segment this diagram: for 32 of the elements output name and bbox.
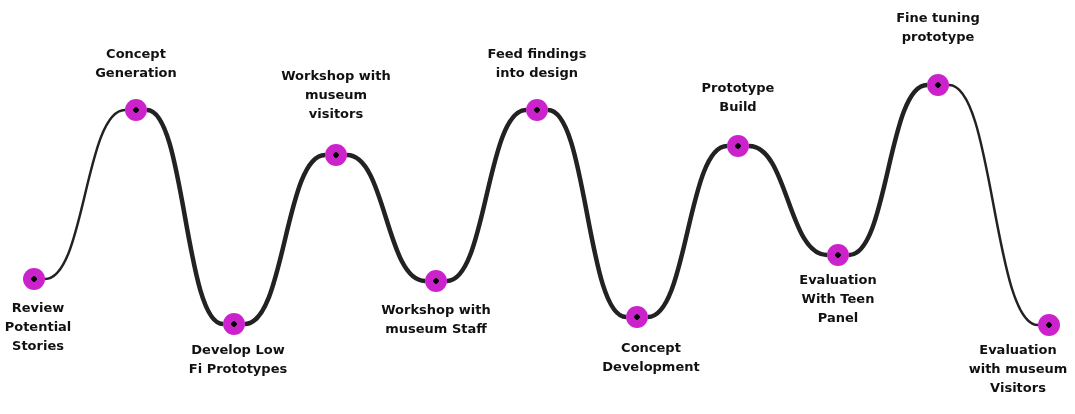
step-label: Prototype Build: [700, 79, 776, 116]
milestone-dot: [125, 99, 147, 121]
milestone-dot: [325, 144, 347, 166]
wave-connector: [848, 82, 928, 258]
milestone-dot: [425, 270, 447, 292]
milestone-dot: [727, 135, 749, 157]
step-label: Develop Low Fi Prototypes: [187, 341, 289, 378]
milestone-dot: [23, 268, 45, 290]
milestone-dot: [526, 99, 548, 121]
step-label: Evaluation with museum Visitors: [967, 341, 1069, 397]
milestone-dot: [1038, 314, 1060, 336]
wave-connector: [44, 108, 126, 281]
milestone-dot: [927, 74, 949, 96]
wave-connector: [446, 107, 527, 284]
wave-connector: [647, 143, 728, 320]
milestone-dot: [223, 313, 245, 335]
wave-connector: [547, 107, 627, 320]
wave-connector: [748, 143, 828, 258]
step-label: Workshop with museum Staff: [381, 301, 491, 338]
step-label: Workshop with museum visitors: [281, 67, 391, 123]
step-label: Fine tuning prototype: [895, 9, 981, 46]
step-label: Concept Development: [601, 339, 701, 376]
wave-connector: [146, 107, 224, 327]
wave-connector: [948, 83, 1039, 327]
wave-connector: [244, 152, 326, 327]
step-label: Feed findings into design: [486, 45, 588, 82]
step-label: Review Potential Stories: [3, 299, 73, 355]
wave-connector: [346, 152, 426, 284]
step-label: Evaluation With Teen Panel: [798, 271, 878, 327]
milestone-dot: [827, 244, 849, 266]
milestone-dot: [626, 306, 648, 328]
step-label: Concept Generation: [94, 45, 178, 82]
